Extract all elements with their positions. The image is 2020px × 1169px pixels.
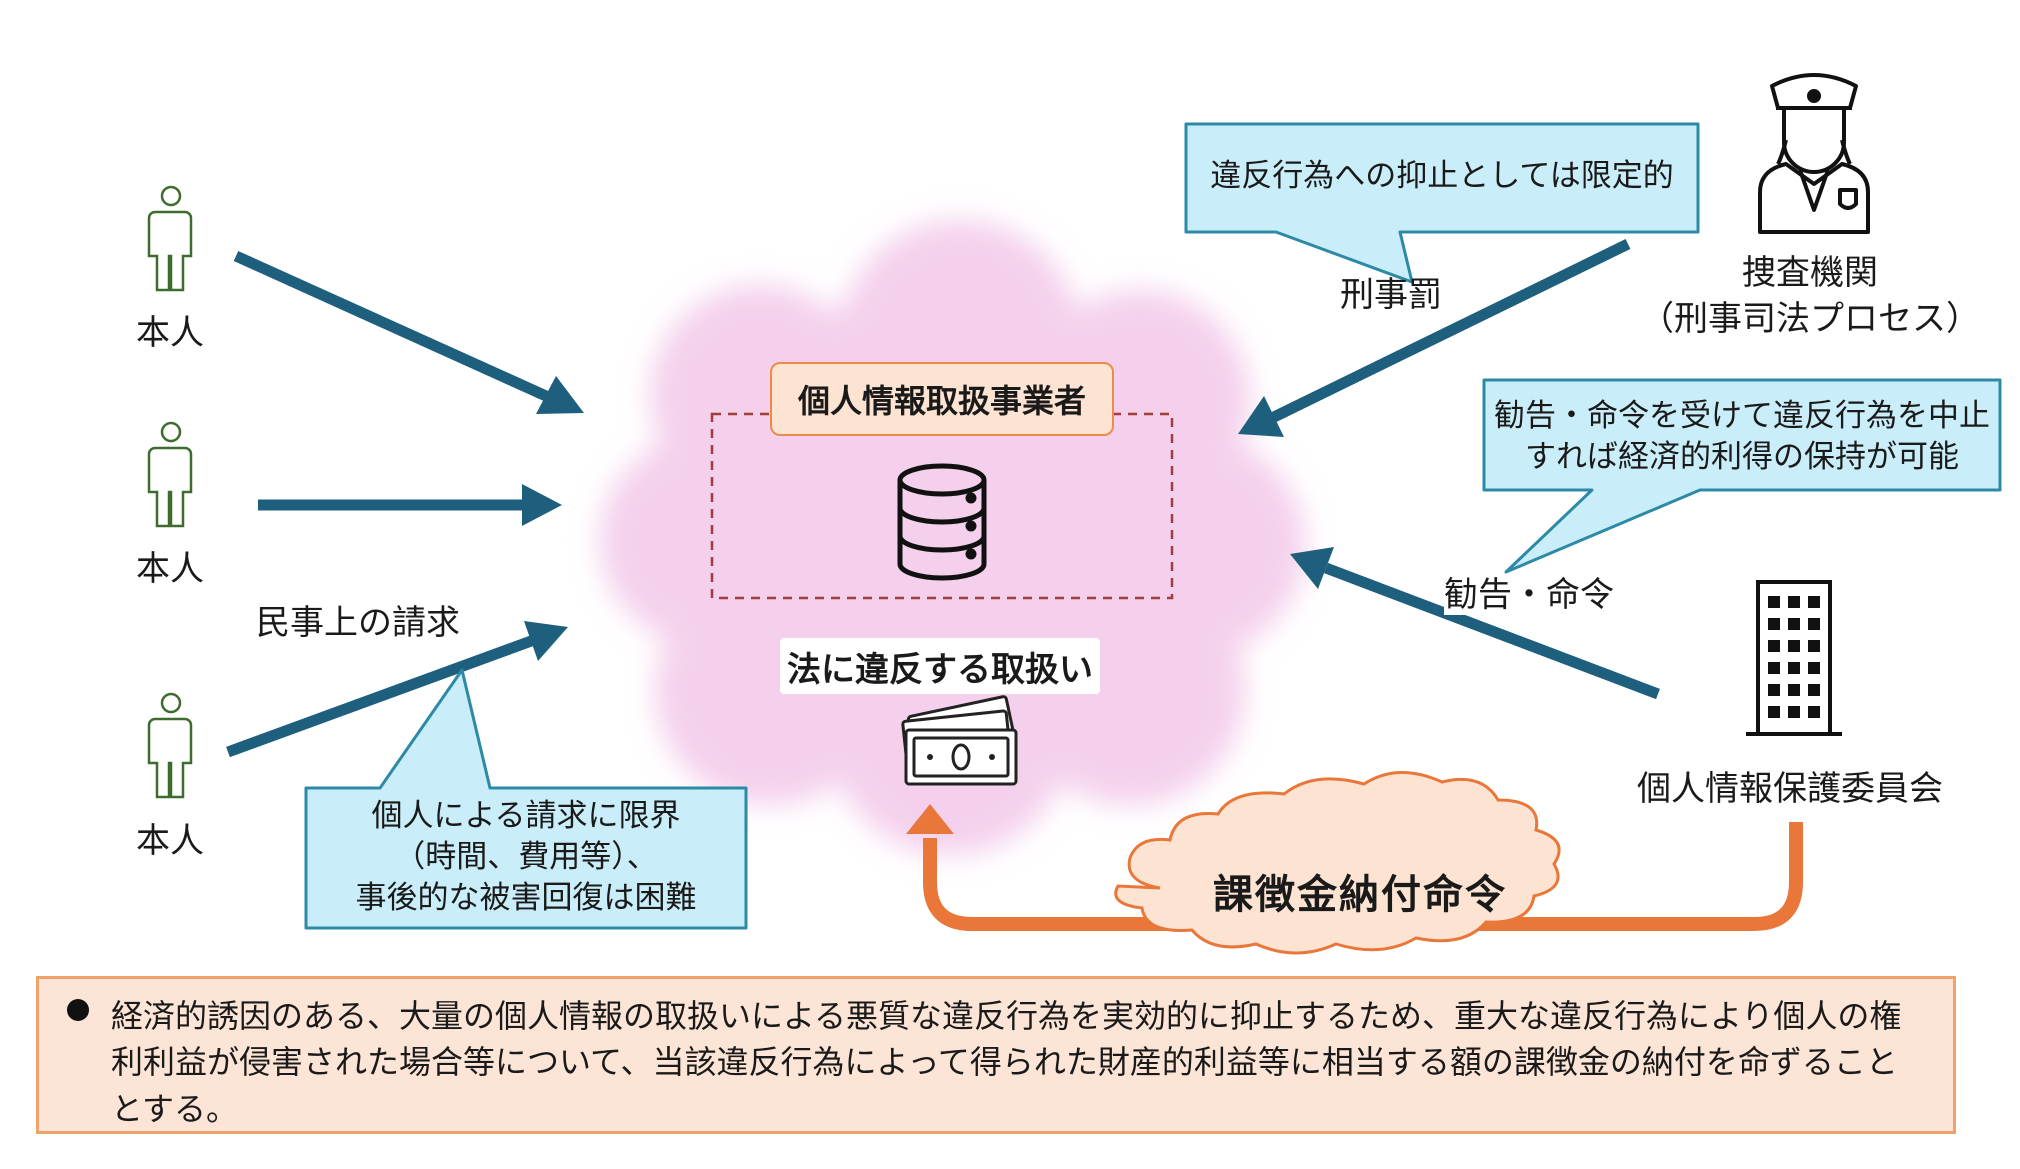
criminal-penalty-label: 刑事罰	[1340, 275, 1442, 315]
notice-text: 経済的誘因のある、大量の個人情報の取扱いによる悪質な違反行為を実効的に抑止するた…	[111, 997, 1902, 1128]
arrow-person-3	[226, 621, 568, 758]
person-icon	[147, 185, 193, 292]
database-icon	[897, 463, 987, 581]
arrow-recommendation	[1290, 547, 1660, 700]
person-icon	[147, 692, 193, 799]
callout-line: 事後的な被害回復は困難	[355, 879, 697, 916]
bullet-icon	[67, 999, 89, 1021]
callout-line: 勧告・命令を受けて違反行為を中止	[1494, 398, 1990, 434]
callout-criminal-shape	[1184, 122, 1700, 284]
office-building-icon	[1746, 580, 1842, 736]
police-officer-icon	[1758, 73, 1870, 234]
civil-claim-label: 民事上の請求	[256, 603, 460, 643]
callout-recommendation: 勧告・命令を受けて違反行為を中止 すれば経済的利得の保持が可能	[1484, 396, 2000, 478]
person-icon	[147, 421, 193, 528]
arrow-person-2	[258, 484, 562, 526]
callout-individual-shape	[304, 668, 748, 930]
money-icon	[901, 695, 1018, 786]
callout-criminal: 違反行為への抑止としては限定的	[1186, 156, 1698, 197]
callout-line: 個人による請求に限界	[371, 798, 681, 834]
arrow-criminal-penalty	[1238, 239, 1631, 437]
callout-line: （時間、費用等）、	[394, 838, 658, 875]
recommendation-order-label: 勧告・命令	[1444, 575, 1614, 616]
surcharge-order-label: 課徴金納付命令	[1213, 872, 1507, 918]
notice-box: 経済的誘因のある、大量の個人情報の取扱いによる悪質な違反行為を実効的に抑止するた…	[36, 976, 1956, 1134]
callout-line: すれば経済的利得の保持が可能	[1525, 438, 1959, 475]
callout-recommendation-shape	[1482, 378, 2002, 574]
illegal-handling-label: 法に違反する取扱い	[780, 638, 1100, 694]
arrow-person-1	[233, 250, 584, 414]
person-label: 本人	[136, 313, 204, 353]
ppc-label: 個人情報保護委員会	[1637, 769, 1943, 809]
callout-individual: 個人による請求に限界 （時間、費用等）、 事後的な被害回復は困難	[306, 796, 746, 919]
criminal-process-label: （刑事司法プロセス）	[1640, 299, 1980, 339]
investigation-agency-label: 捜査機関	[1742, 253, 1878, 293]
business-label: 個人情報取扱事業者	[770, 362, 1114, 436]
person-label: 本人	[136, 549, 204, 589]
person-label: 本人	[136, 821, 204, 861]
callout-line: 違反行為への抑止としては限定的	[1210, 158, 1674, 194]
surcharge-order-cloud	[1114, 771, 1561, 955]
